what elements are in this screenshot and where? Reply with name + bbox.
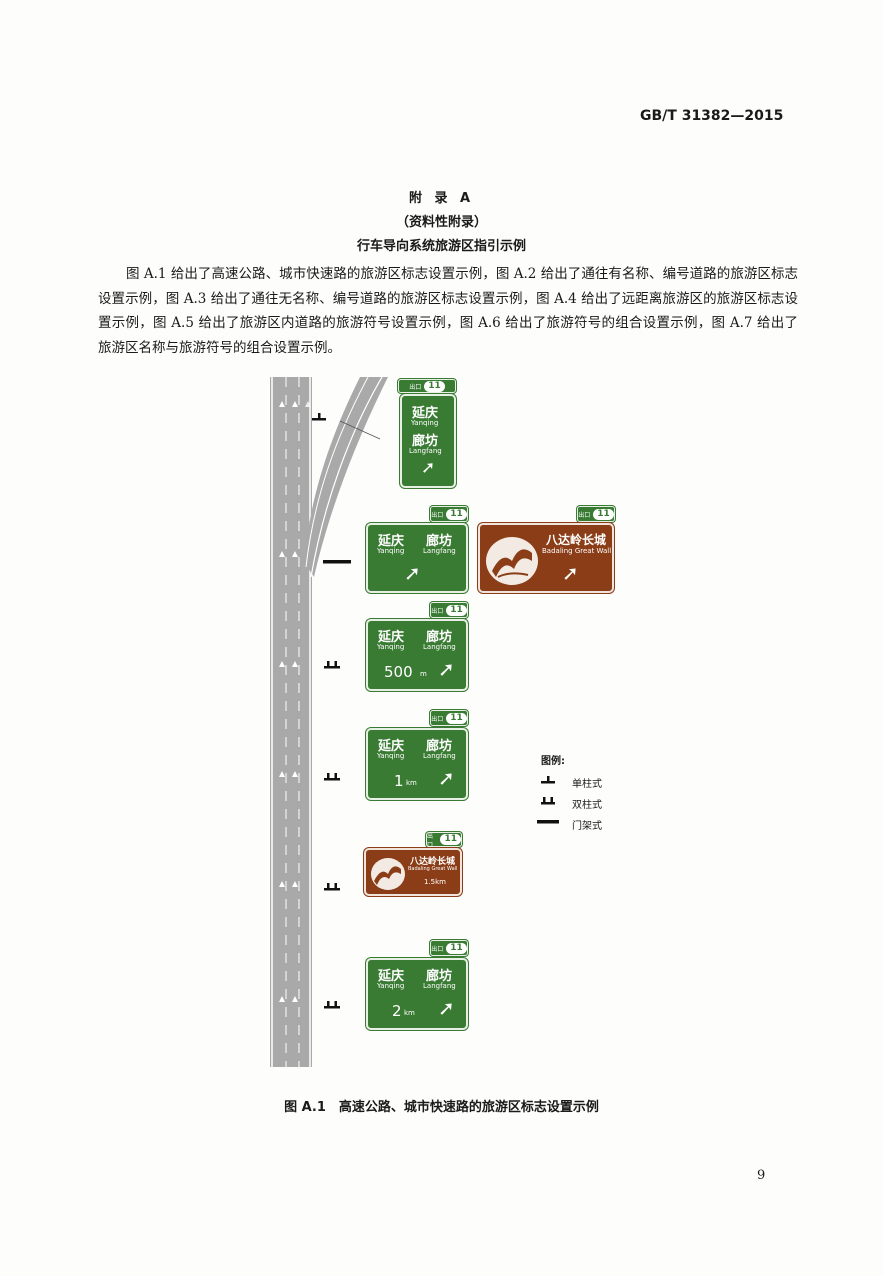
single-post-marker [312,413,326,421]
appendix-subtitle: 行车导向系统旅游区指引示例 [356,239,526,254]
road-diagram [270,377,388,1067]
guide-sign-2km: 延庆 Yanqing 廊坊 Langfang 2 km ➚ [366,958,468,1030]
intro-paragraph: 图 A.1 给出了高速公路、城市快速路的旅游区标志设置示例，图 A.2 给出了通… [98,266,798,356]
arrow-icon: ➚ [421,458,436,478]
great-wall-pictogram [371,858,405,890]
standard-number: GB/T 31382—2015 [640,108,784,124]
arrow-icon: ➚ [438,996,455,1020]
legend-item-gantry: 门架式 [572,821,602,832]
gantry-icon [537,820,559,824]
double-post-marker [324,661,340,669]
double-post-marker [324,883,340,891]
guide-sign-vertical: 延庆 Yanqing 廊坊 Langfang ➚ [400,394,456,488]
arrow-icon: ➚ [404,561,421,585]
guide-sign-gantry: 延庆 Yanqing 廊坊 Langfang ➚ [366,523,468,593]
figure-caption: 图 A.1 高速公路、城市快速路的旅游区标志设置示例 [284,1100,599,1115]
double-post-marker [324,1001,340,1009]
appendix-title: 附 录 A [408,191,475,206]
page-number: 9 [757,1168,766,1183]
double-post-icon [541,797,555,805]
great-wall-pictogram [486,537,538,585]
double-post-marker [324,773,340,781]
tourist-sign-gantry: 八达岭长城 Badaling Great Wall ➚ [478,523,614,593]
legend-title: 图例: [541,756,565,767]
legend-item-single-post: 单柱式 [572,779,602,790]
guide-sign-1km: 延庆 Yanqing 廊坊 Langfang 1 km ➚ [366,728,468,800]
tourist-sign-1-5km: 八达岭长城 Badaling Great Wall 1.5km [364,848,462,896]
legend-item-double-post: 双柱式 [572,800,602,811]
guide-sign-500m: 延庆 Yanqing 廊坊 Langfang 500 m ➚ [366,619,468,691]
arrow-icon: ➚ [438,657,455,681]
single-post-icon [541,776,555,784]
gantry-marker [323,560,351,564]
arrow-icon: ➚ [562,561,579,585]
arrow-icon: ➚ [438,766,455,790]
appendix-type: （资料性附录） [395,215,487,230]
